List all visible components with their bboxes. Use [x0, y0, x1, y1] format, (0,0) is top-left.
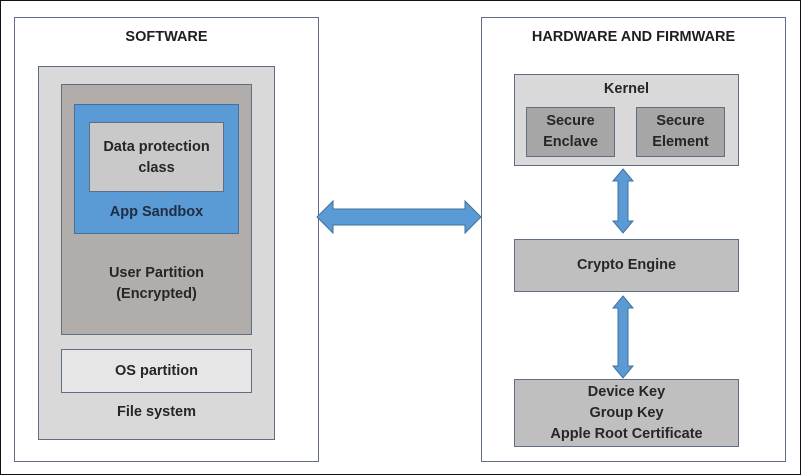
data-protection-class-box: Data protection class [89, 122, 224, 192]
secure-enclave-label-line1: Secure [546, 113, 595, 129]
crypto-keys-double-arrow-icon [611, 295, 635, 379]
file-system-label: File system [117, 404, 196, 420]
crypto-engine-box: Crypto Engine [514, 239, 739, 292]
os-partition-label: OS partition [115, 363, 198, 379]
user-partition-label-line2: (Encrypted) [116, 286, 197, 302]
secure-element-label-line1: Secure [656, 113, 705, 129]
secure-element-label-line2: Element [652, 134, 709, 150]
apple-root-certificate-label: Apple Root Certificate [550, 426, 703, 442]
os-partition-box: OS partition [61, 349, 252, 393]
kernel-label: Kernel [603, 81, 650, 97]
software-hardware-double-arrow-icon [316, 199, 482, 235]
software-title: SOFTWARE [125, 29, 208, 45]
kernel-crypto-double-arrow-icon [611, 168, 635, 234]
data-protection-label-line1: Data protection [103, 139, 210, 155]
group-key-label: Group Key [589, 405, 664, 421]
device-key-label: Device Key [587, 384, 666, 400]
secure-enclave-label-line2: Enclave [543, 134, 598, 150]
secure-enclave-box: Secure Enclave [526, 107, 615, 157]
hardware-title: HARDWARE AND FIRMWARE [531, 29, 736, 45]
data-protection-label-line2: class [138, 160, 175, 176]
user-partition-label-line1: User Partition [108, 265, 205, 281]
keys-box: Device Key Group Key Apple Root Certific… [514, 379, 739, 447]
secure-element-box: Secure Element [636, 107, 725, 157]
crypto-engine-label: Crypto Engine [576, 257, 677, 273]
app-sandbox-label: App Sandbox [109, 204, 204, 220]
